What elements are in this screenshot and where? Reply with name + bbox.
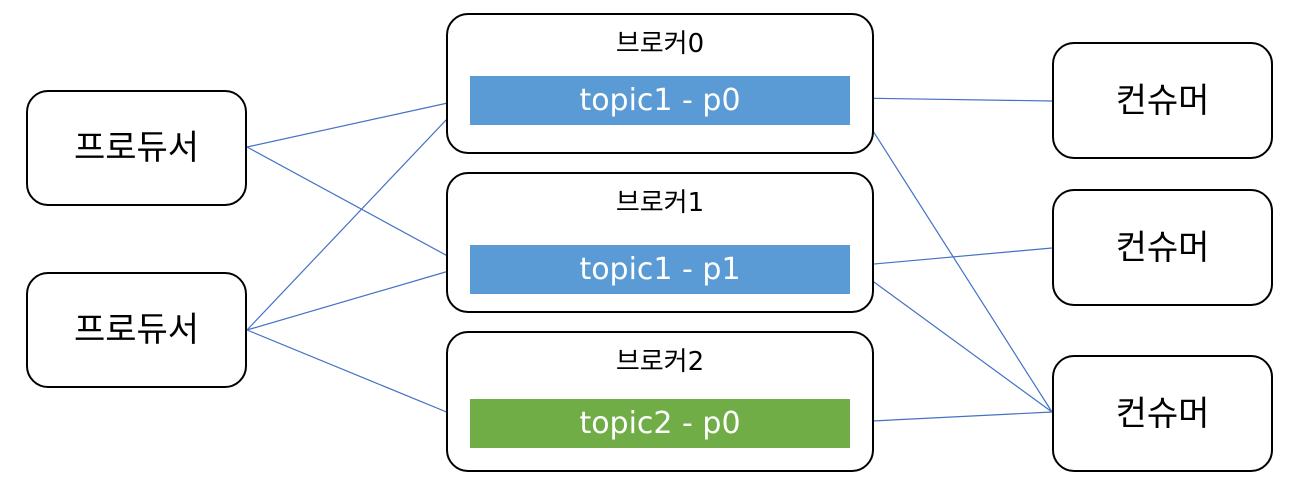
- producer-node-1: 프로듀서: [26, 90, 247, 206]
- edge-c-b-to-b1: [851, 247, 1053, 270]
- edge-c-c-to-b0: [851, 97, 1053, 413]
- broker-title: 브로커2: [615, 347, 705, 377]
- producer-label: 프로듀서: [73, 128, 200, 168]
- producer-label: 프로듀서: [73, 310, 200, 350]
- broker-title: 브로커1: [615, 188, 705, 218]
- partition-topic1-p1: topic1 - p1: [470, 245, 850, 294]
- consumer-node-3: 컨슈머: [1052, 355, 1273, 472]
- edge-p-a-to-b0: [246, 96, 467, 148]
- edge-c-a-to-b0: [851, 93, 1053, 103]
- partition-topic2-p0: topic2 - p0: [470, 399, 850, 448]
- edge-c-c-to-b2: [851, 411, 1053, 427]
- producer-node-2: 프로듀서: [26, 272, 247, 388]
- edge-p-b-to-b1: [246, 263, 467, 331]
- partition-topic1-p0: topic1 - p0: [470, 76, 850, 125]
- consumer-node-1: 컨슈머: [1052, 42, 1273, 159]
- broker-node-0: 브로커0 topic1 - p0: [446, 13, 874, 154]
- broker-title: 브로커0: [615, 29, 705, 59]
- edge-p-a-to-b1: [246, 146, 467, 267]
- broker-node-2: 브로커2 topic2 - p0: [446, 331, 874, 472]
- consumer-label: 컨슈머: [1115, 227, 1210, 268]
- consumer-label: 컨슈머: [1115, 80, 1210, 121]
- consumer-node-2: 컨슈머: [1052, 189, 1273, 306]
- edge-c-c-to-b1: [851, 265, 1053, 413]
- broker-node-1: 브로커1 topic1 - p1: [446, 172, 874, 313]
- edge-p-b-to-b2: [246, 329, 467, 422]
- edge-p-b-to-b0: [246, 98, 467, 331]
- consumer-label: 컨슈머: [1115, 393, 1210, 434]
